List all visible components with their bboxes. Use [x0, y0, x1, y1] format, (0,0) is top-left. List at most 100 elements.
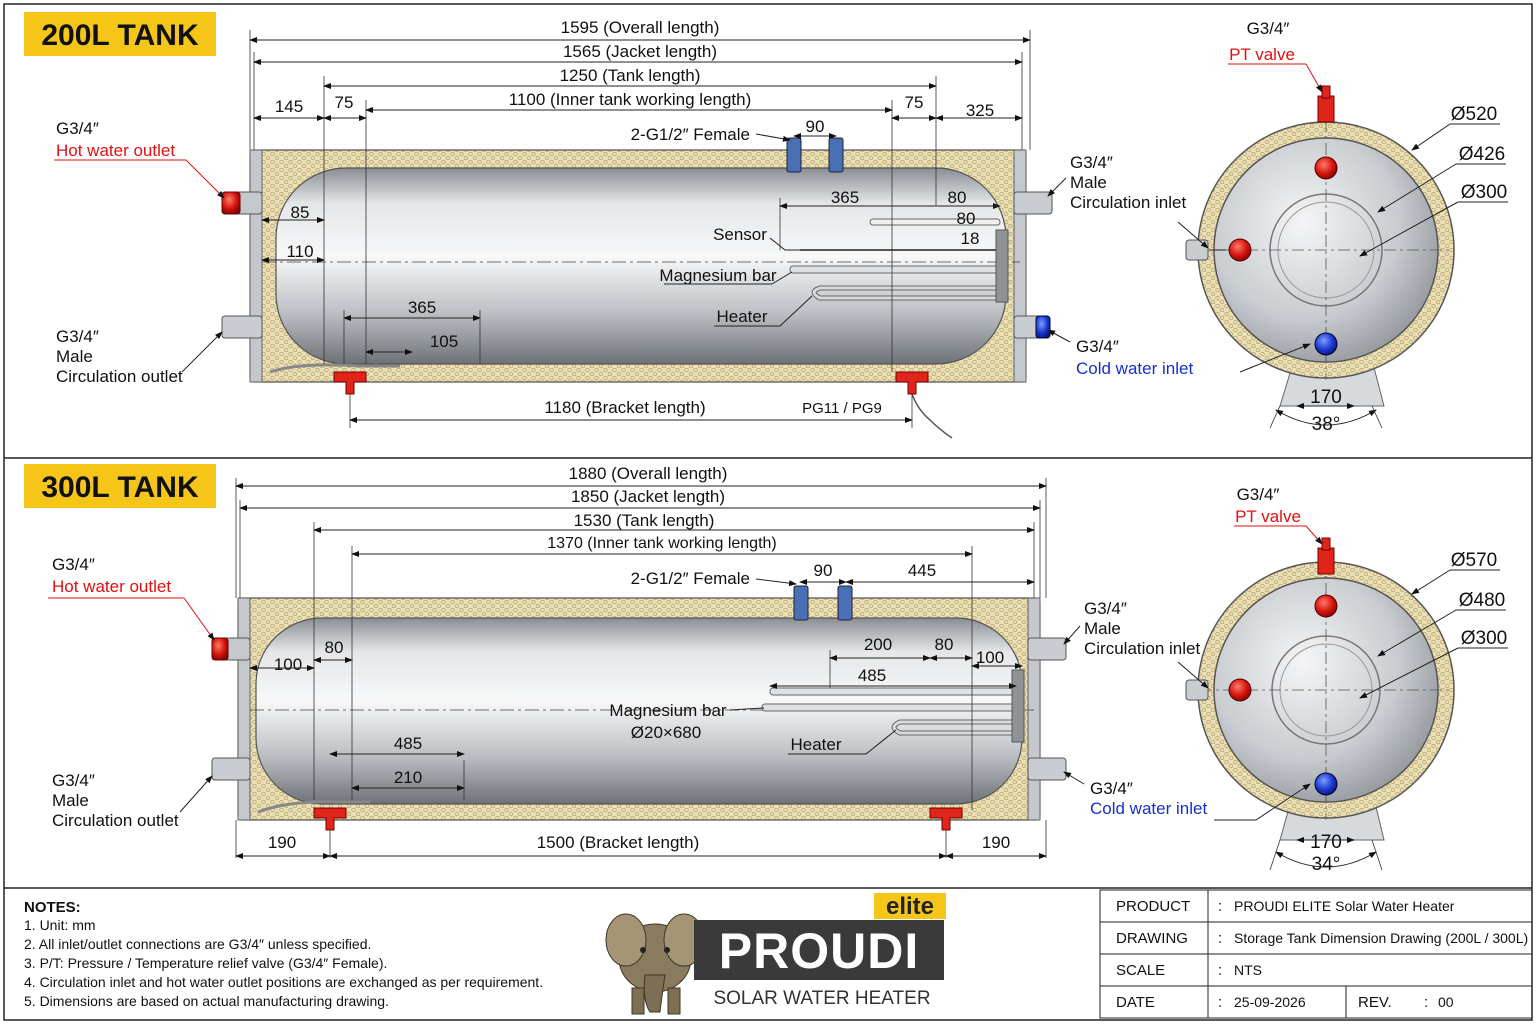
- tank-300-inner-length: 1370 (Inner tank working length): [547, 535, 776, 552]
- tank-300-dim-485-bottom: 485: [394, 734, 422, 753]
- tank-200-female-label: 2-G1/2″ Female: [631, 125, 750, 144]
- note-1: 1. Unit: mm: [24, 917, 96, 933]
- tank-200-bracket-length: 1180 (Bracket length): [544, 398, 705, 417]
- tank-200-cout-male: Male: [56, 347, 93, 366]
- tank-300-dim-445: 445: [908, 561, 936, 580]
- note-2: 2. All inlet/outlet connections are G3/4…: [24, 936, 371, 952]
- tank-300-cout-male: Male: [52, 791, 89, 810]
- tank-200-overall-length: 1595 (Overall length): [561, 18, 720, 37]
- tank-200-foot-angle: 38°: [1312, 414, 1341, 435]
- tank-300-dim-210: 210: [394, 768, 422, 787]
- tank-300-hot-label: Hot water outlet: [52, 577, 171, 596]
- note-3: 3. P/T: Pressure / Temperature relief va…: [24, 955, 387, 971]
- elephant-icon: [605, 913, 705, 1015]
- tank-200-magnesium-label: Magnesium bar: [659, 266, 777, 285]
- tank-300-dim-100-left: 100: [274, 655, 302, 674]
- tank-200-cold-label: Cold water inlet: [1076, 359, 1193, 378]
- tank-200-dim-80-a: 80: [948, 188, 967, 207]
- titleblock-rev-label: REV.: [1358, 994, 1392, 1011]
- tank-300-dim-80-left: 80: [325, 638, 344, 657]
- tank-200-dia-outer: Ø520: [1451, 104, 1497, 125]
- tank-200-pt-size: G3/4″: [1247, 19, 1290, 38]
- title-block: PRODUCT : PROUDI ELITE Solar Water Heate…: [1099, 889, 1533, 1019]
- tank-200-bracket-left: [333, 371, 367, 395]
- tank-300-dim-485-top: 485: [858, 666, 886, 685]
- tank-200-dim-18: 18: [961, 229, 980, 248]
- logo-tagline: SOLAR WATER HEATER: [713, 988, 930, 1009]
- tank-300-end-view: [1185, 537, 1455, 841]
- tank-200-inner-length: 1100 (Inner tank working length): [509, 90, 752, 109]
- tank-300-overall-length: 1880 (Overall length): [569, 464, 728, 483]
- tank-200-cold-water-inlet-pipe: [1013, 315, 1051, 339]
- tank-300-female-label: 2-G1/2″ Female: [631, 569, 750, 588]
- tank-200-heater-label: Heater: [716, 307, 767, 326]
- titleblock-rev: 00: [1438, 994, 1454, 1010]
- tank-200-dim-85: 85: [291, 203, 310, 222]
- tank-300-cold-size: G3/4″: [1090, 779, 1133, 798]
- tank-300-heater-element: [891, 719, 1016, 736]
- tank-300-title-badge: [24, 464, 216, 508]
- titleblock-sep-2: :: [1218, 930, 1222, 947]
- tank-300-title: 300L TANK: [41, 471, 199, 504]
- tank-300-dim-190-left: 190: [268, 833, 296, 852]
- tank-200-pg-label: PG11 / PG9: [802, 400, 882, 417]
- tank-300-bracket-length: 1500 (Bracket length): [537, 833, 700, 852]
- tank-300-circulation-outlet-pipe: [211, 757, 251, 781]
- tank-300-dia-flange: Ø300: [1461, 628, 1507, 649]
- tank-200-heater-element: [811, 285, 1000, 301]
- note-4: 4. Circulation inlet and hot water outle…: [24, 974, 543, 990]
- titleblock-product-label: PRODUCT: [1116, 898, 1190, 915]
- tank-300-dim-200: 200: [864, 635, 892, 654]
- tank-300-cin-size: G3/4″: [1084, 599, 1127, 618]
- titleblock-product: PROUDI ELITE Solar Water Heater: [1234, 898, 1455, 914]
- brand-logo: elite PROUDI SOLAR WATER HEATER: [605, 893, 946, 1015]
- titleblock-sep-3: :: [1218, 962, 1222, 979]
- tank-200-jacket-length: 1565 (Jacket length): [563, 42, 717, 61]
- tank-300-cout-size: G3/4″: [52, 771, 95, 790]
- tank-300-hot-water-outlet-pipe: [211, 637, 251, 661]
- tank-200-dim-145: 145: [275, 97, 303, 116]
- notes-heading: NOTES:: [24, 899, 81, 916]
- tank-300-magnesium-size: Ø20×680: [631, 723, 701, 742]
- tank-300-foot-width: 170: [1310, 832, 1342, 853]
- tank-200-tank-length: 1250 (Tank length): [560, 66, 701, 85]
- tank-300-dim-90: 90: [814, 561, 833, 580]
- tank-200-dim-110: 110: [286, 242, 313, 261]
- tank-300-cold-label: Cold water inlet: [1090, 799, 1207, 818]
- titleblock-date: 25-09-2026: [1234, 994, 1306, 1010]
- tank-200-hot-size: G3/4″: [56, 119, 99, 138]
- titleblock-drawing: Storage Tank Dimension Drawing (200L / 3…: [1234, 930, 1528, 946]
- tank-300-bracket-left: [313, 807, 347, 831]
- notes-block: NOTES: 1. Unit: mm 2. All inlet/outlet c…: [24, 899, 543, 1009]
- tank-200-hot-water-outlet-pipe: [221, 191, 263, 215]
- tank-200-foot-width: 170: [1310, 387, 1342, 408]
- tank-200-magnesium-bar: [789, 265, 1001, 274]
- tank-300-foot-angle: 34°: [1312, 854, 1341, 875]
- tank-200-end-view: [1185, 85, 1455, 407]
- tank-300-dim-100-right: 100: [976, 648, 1004, 667]
- tank-200-dim-105: 105: [430, 332, 458, 351]
- tank-300-dia-inner: Ø480: [1459, 590, 1505, 611]
- tank-200-dim-80-b: 80: [957, 209, 976, 228]
- tank-200-sensor-rod: [800, 218, 1001, 251]
- tank-200-title-badge: [24, 12, 216, 56]
- titleblock-drawing-label: DRAWING: [1116, 930, 1188, 947]
- tank-300-section: 300L TANK: [24, 464, 1508, 875]
- titleblock-scale-label: SCALE: [1116, 962, 1165, 979]
- tank-200-dim-90: 90: [806, 117, 825, 136]
- titleblock-sep-5: :: [1424, 994, 1428, 1011]
- tank-200-circulation-outlet-pipe: [221, 315, 263, 339]
- logo-badge: elite: [886, 893, 934, 920]
- tank-200-cout-size: G3/4″: [56, 327, 99, 346]
- titleblock-sep-1: :: [1218, 898, 1222, 915]
- tank-300-circulation-inlet-pipe: [1027, 637, 1067, 661]
- tank-300-dim-190-right: 190: [982, 833, 1010, 852]
- tank-200-dia-flange: Ø300: [1461, 182, 1507, 203]
- tank-200-dia-inner: Ø426: [1459, 144, 1505, 165]
- tank-300-cout-label: Circulation outlet: [52, 811, 179, 830]
- tank-300-cin-male: Male: [1084, 619, 1121, 638]
- tank-200-hot-label: Hot water outlet: [56, 141, 175, 160]
- tank-300-heater-label: Heater: [790, 735, 841, 754]
- note-5: 5. Dimensions are based on actual manufa…: [24, 993, 389, 1009]
